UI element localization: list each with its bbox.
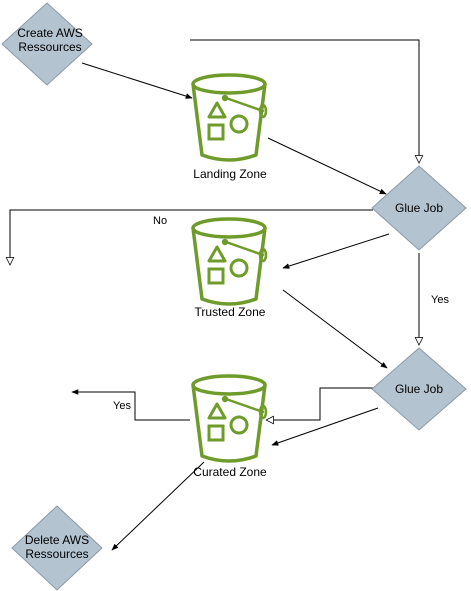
delete-aws-ressources-node: Delete AWS Ressources [11, 505, 103, 591]
curated-zone-node: Curated Zone [191, 374, 268, 479]
edges [10, 39, 419, 551]
s3-bucket-icon [191, 217, 268, 306]
s3-bucket-icon [191, 374, 268, 463]
trusted-zone-label: Trusted Zone [195, 305, 266, 319]
delete-aws-diamond [11, 505, 103, 591]
edge-curated-to-delete [111, 461, 205, 551]
glue-job-1-node: Glue Job [371, 165, 467, 251]
edge-glue-job-1-no [10, 209, 373, 265]
create-aws-ressources-node: Create AWS Ressources [1, 2, 93, 86]
delete-aws-label-line1: Delete AWS [25, 533, 89, 547]
glue-job-2-diamond [371, 347, 467, 431]
edge-glue-job-2-to-curated-filled [271, 407, 379, 446]
glue-job-2-node: Glue Job [371, 347, 467, 431]
edge-glue-job-2-to-curated-open [266, 387, 373, 420]
create-aws-diamond [1, 2, 93, 86]
edge-landing-to-glue-job-1 [267, 137, 387, 195]
edge-trusted-to-glue-job-2 [282, 289, 388, 369]
edge-create-to-landing [81, 62, 193, 99]
glue-job-2-label: Glue Job [395, 382, 443, 396]
landing-zone-label: Landing Zone [193, 167, 267, 181]
delete-aws-label-line2: Ressources [25, 547, 88, 561]
create-aws-label-line2: Ressources [18, 40, 81, 54]
edge-curated-yes [71, 389, 190, 421]
create-aws-label-line1: Create AWS [17, 26, 83, 40]
edge-start-to-glue-job-1 [190, 39, 419, 163]
edge-label-yes-2: Yes [113, 400, 131, 412]
edge-label-no: No [153, 215, 167, 227]
edge-glue-job-1-to-trusted [282, 233, 390, 269]
edge-label-yes-1: Yes [431, 294, 449, 306]
s3-bucket-icon [191, 73, 268, 162]
glue-job-1-diamond [371, 165, 467, 251]
glue-job-1-label: Glue Job [395, 201, 443, 215]
curated-zone-label: Curated Zone [193, 465, 267, 479]
trusted-zone-node: Trusted Zone [191, 217, 268, 319]
landing-zone-node: Landing Zone [191, 73, 268, 181]
